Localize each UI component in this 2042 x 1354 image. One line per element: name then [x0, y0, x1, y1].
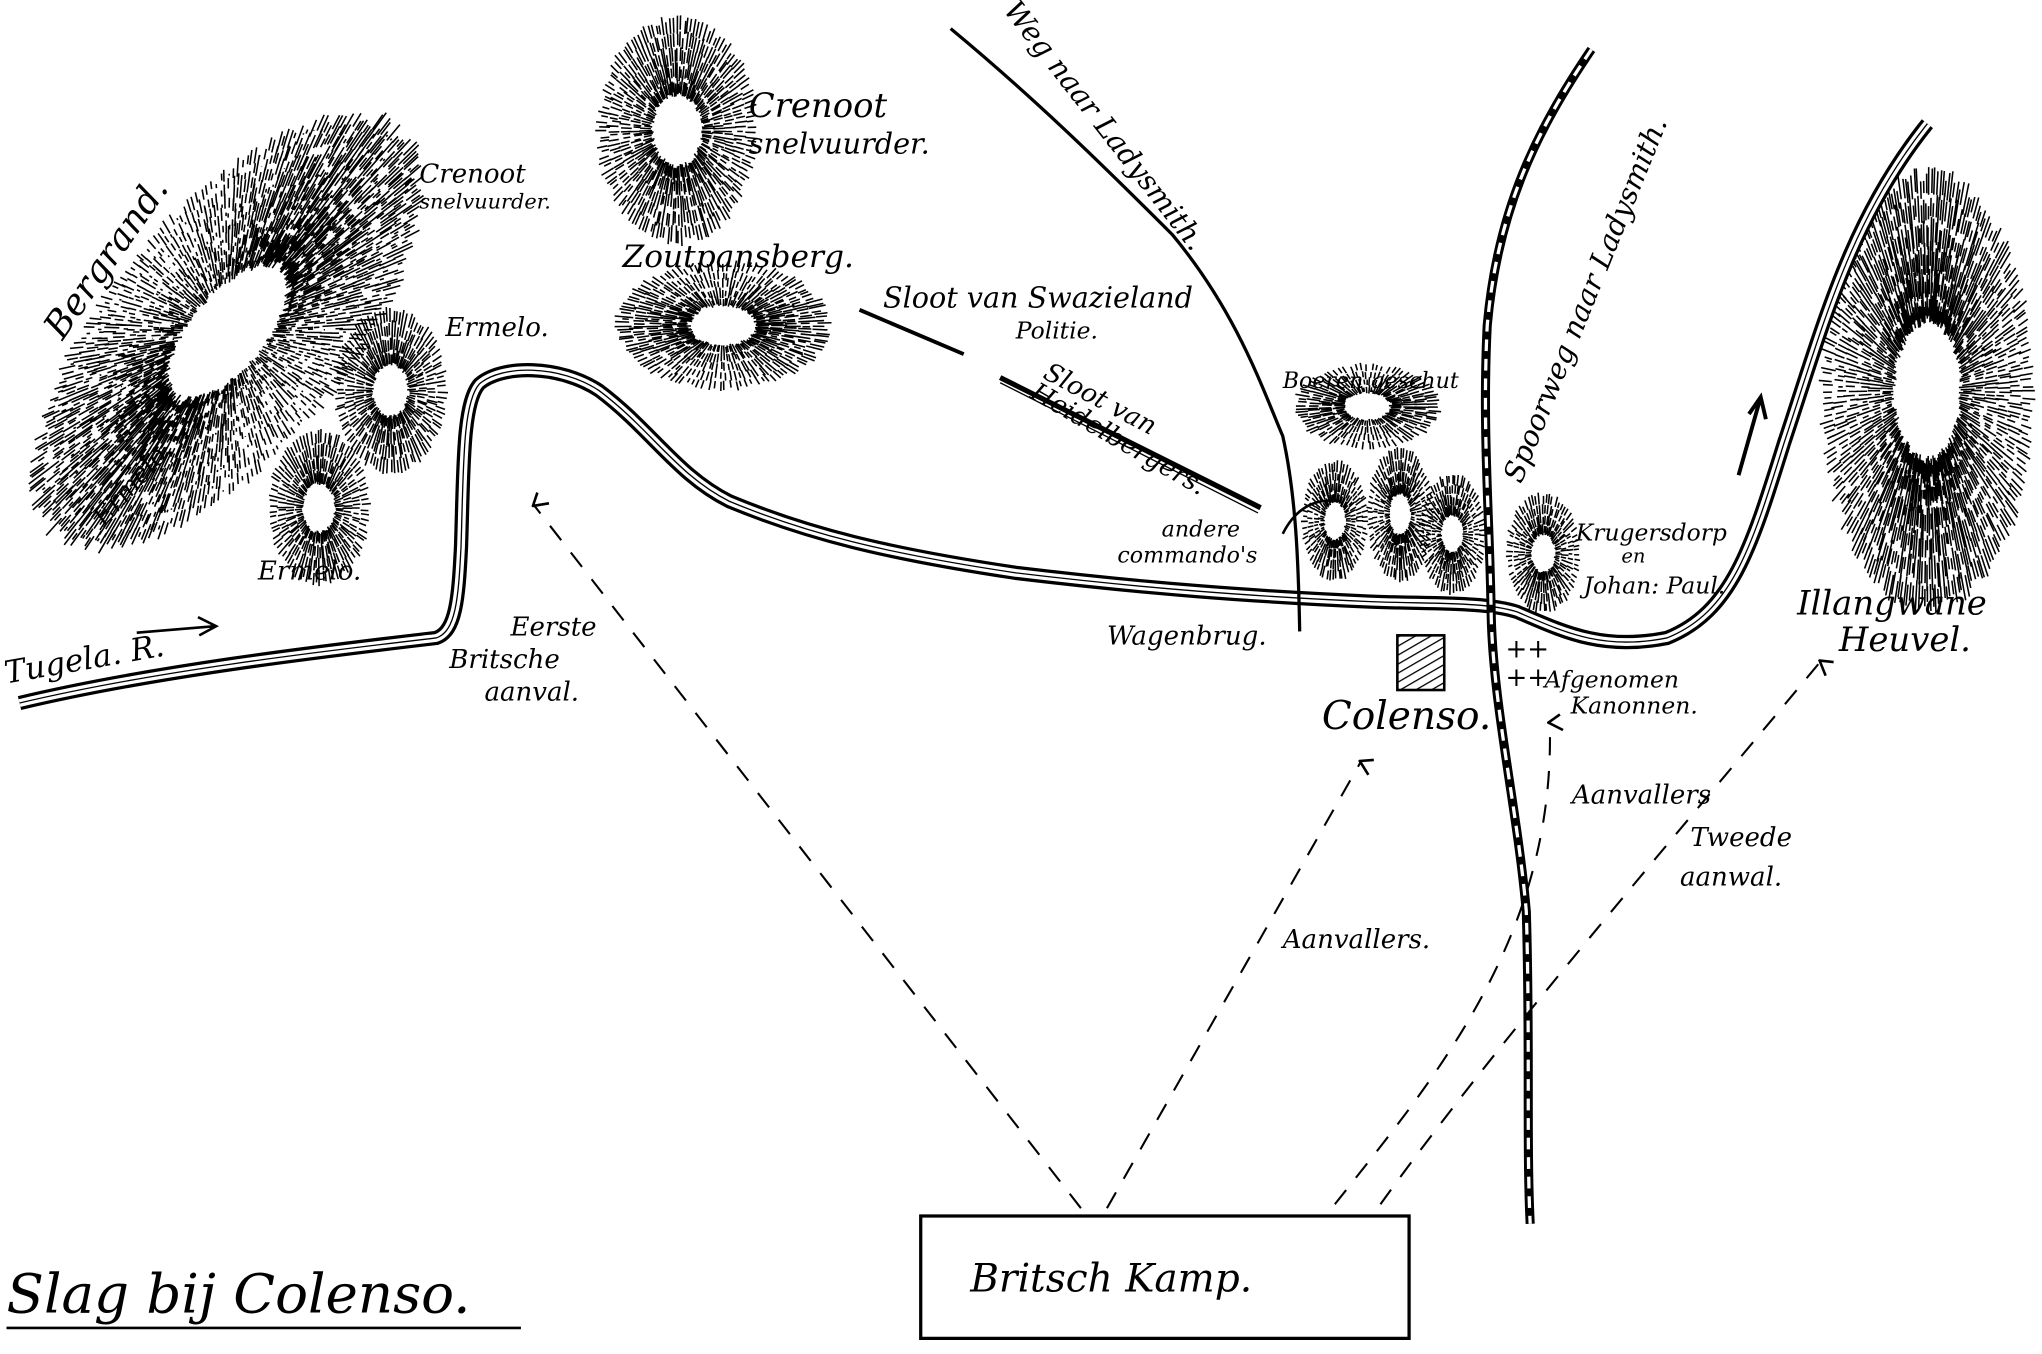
- ermelo-label-1: Ermelo.: [444, 313, 548, 343]
- first-attack-route: [534, 505, 1082, 1209]
- british-camp-label: Britsch Kamp.: [969, 1257, 1252, 1302]
- center-attack-route: [1106, 762, 1361, 1209]
- flank-arrow: [1736, 392, 1768, 476]
- railway-to-ladysmith: [1480, 46, 1596, 1225]
- hill-zoutpansberg: [614, 260, 832, 391]
- trench-heidelbergers-inner: [999, 382, 1259, 514]
- captured-guns-label-2: Kanonnen.: [1570, 691, 1698, 719]
- krugersdorp-label-1: Krugersdorp: [1575, 518, 1727, 546]
- commandos-pointer: [1281, 499, 1342, 535]
- krugersdorp-label-2: en: [1621, 544, 1645, 567]
- first-attack-label-1: Eerste: [509, 612, 596, 642]
- swazieland-trench-label-2: Politie.: [1015, 317, 1098, 345]
- first-attack-label-3: aanval.: [484, 677, 579, 707]
- boer-guns-label: Boeren geschut: [1282, 368, 1459, 394]
- trench-swazieland-police: [858, 308, 965, 356]
- hill-commandos-3: [1418, 474, 1486, 595]
- captured-guns-icon: ++ ++: [1505, 634, 1549, 693]
- other-commandos-label-2: commando's: [1117, 542, 1257, 568]
- hill-commandos-1: [1300, 460, 1369, 581]
- svg-text:++: ++: [1505, 663, 1549, 693]
- attack-routes: [534, 505, 1821, 1209]
- map-title: Slag bij Colenso.: [7, 1261, 471, 1325]
- crenoot-left-label-2: snelvuurder.: [419, 189, 551, 213]
- other-commandos-label-1: andere: [1162, 516, 1240, 542]
- road-label: Weg naar Ladysmith.: [997, 0, 1213, 257]
- second-attack-route: [1379, 661, 1820, 1205]
- second-attack-label-1: Tweede: [1690, 823, 1792, 853]
- swazieland-trench-label-1: Sloot van Swazieland: [883, 280, 1193, 314]
- illangwane-label-2: Heuvel.: [1838, 620, 1971, 659]
- ermelo-label-2: Ermelo.: [257, 556, 361, 586]
- illangwane-label-1: Illangwane: [1796, 584, 1987, 623]
- crenoot-left-label: Crenoot: [419, 159, 526, 189]
- british-camp-box: [919, 1214, 1411, 1341]
- first-attack-label-2: Britsche: [448, 645, 559, 675]
- road-to-ladysmith: [949, 27, 1302, 632]
- tugela-flow-arrow: [136, 615, 220, 637]
- attackers-center-label: Aanvallers.: [1281, 925, 1430, 955]
- hill-crenoot: [595, 15, 759, 247]
- hills: [28, 15, 2036, 614]
- hill-krugersdorp: [1505, 492, 1581, 613]
- colenso-town-marker: [1396, 634, 1446, 692]
- zoutpansberg-label: Zoutpansberg.: [621, 239, 853, 275]
- hill-boeren-geschut: [1295, 362, 1442, 450]
- krugersdorp-label-3: Johan: Paul.: [1580, 572, 1726, 600]
- wagon-bridge-label: Wagenbrug.: [1107, 621, 1267, 651]
- attackers-right-label: Aanvallers: [1570, 780, 1711, 810]
- railway-attack-route: [1334, 723, 1550, 1205]
- crenoot-top-label-2: snelvuurder.: [749, 127, 930, 161]
- hill-bergrand: [28, 112, 426, 554]
- colenso-label: Colenso.: [1322, 694, 1491, 739]
- hill-ermelo-1: [334, 306, 449, 474]
- hill-ermelo-2: [268, 428, 371, 587]
- tugela-river: [17, 119, 1933, 711]
- crenoot-top-label: Crenoot: [749, 86, 888, 125]
- second-attack-label-2: aanwal.: [1680, 862, 1782, 892]
- captured-guns-label-1: Afgenomen: [1543, 665, 1679, 693]
- trench-heidelbergers: [998, 375, 1262, 511]
- svg-text:++: ++: [1505, 634, 1549, 664]
- hill-illangwane: [1818, 167, 2036, 614]
